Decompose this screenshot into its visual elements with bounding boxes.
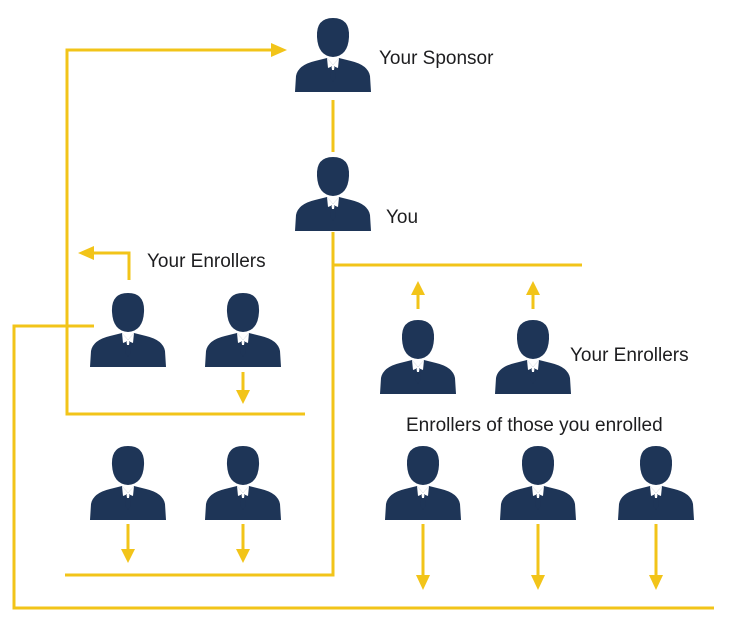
sponsor-person-icon [295,18,371,92]
arrow-left-icon [78,246,94,260]
arrow-up-icon [411,281,425,295]
left-enroller-2-person-icon [205,293,281,367]
right-downline-3-person-icon [618,446,694,520]
arrowheads [78,43,663,590]
you-to-left-downline-line [65,232,335,577]
arrow-down-icon [236,390,250,404]
right-enroller-2-person-icon [495,320,571,394]
you-person-icon [295,157,371,231]
arrow-down-icon [236,549,250,563]
arrow-down-icon [416,575,430,590]
left-enroller-return-line [92,251,131,280]
you-label: You [386,207,419,228]
left-enrollers-label: Your Enrollers [147,251,266,272]
left-enroller-1-person-icon [90,293,166,367]
arrow-down-icon [649,575,663,590]
arrow-right-icon [271,43,287,57]
arrow-up-icon [526,281,540,295]
left-downline-1-person-icon [90,446,166,520]
right-downline-1-person-icon [385,446,461,520]
connector-lines [12,48,714,610]
right-downline-2-person-icon [500,446,576,520]
left-downline-2-person-icon [205,446,281,520]
right-enrollers-label: Your Enrollers [570,345,689,366]
arrow-down-icon [531,575,545,590]
sponsor-loop-line [65,48,305,416]
outer-bottom-loop-line [12,324,714,610]
arrow-down-icon [121,549,135,563]
right-enroller-1-person-icon [380,320,456,394]
sponsor-label: Your Sponsor [379,48,494,69]
downline-label: Enrollers of those you enrolled [406,415,663,436]
